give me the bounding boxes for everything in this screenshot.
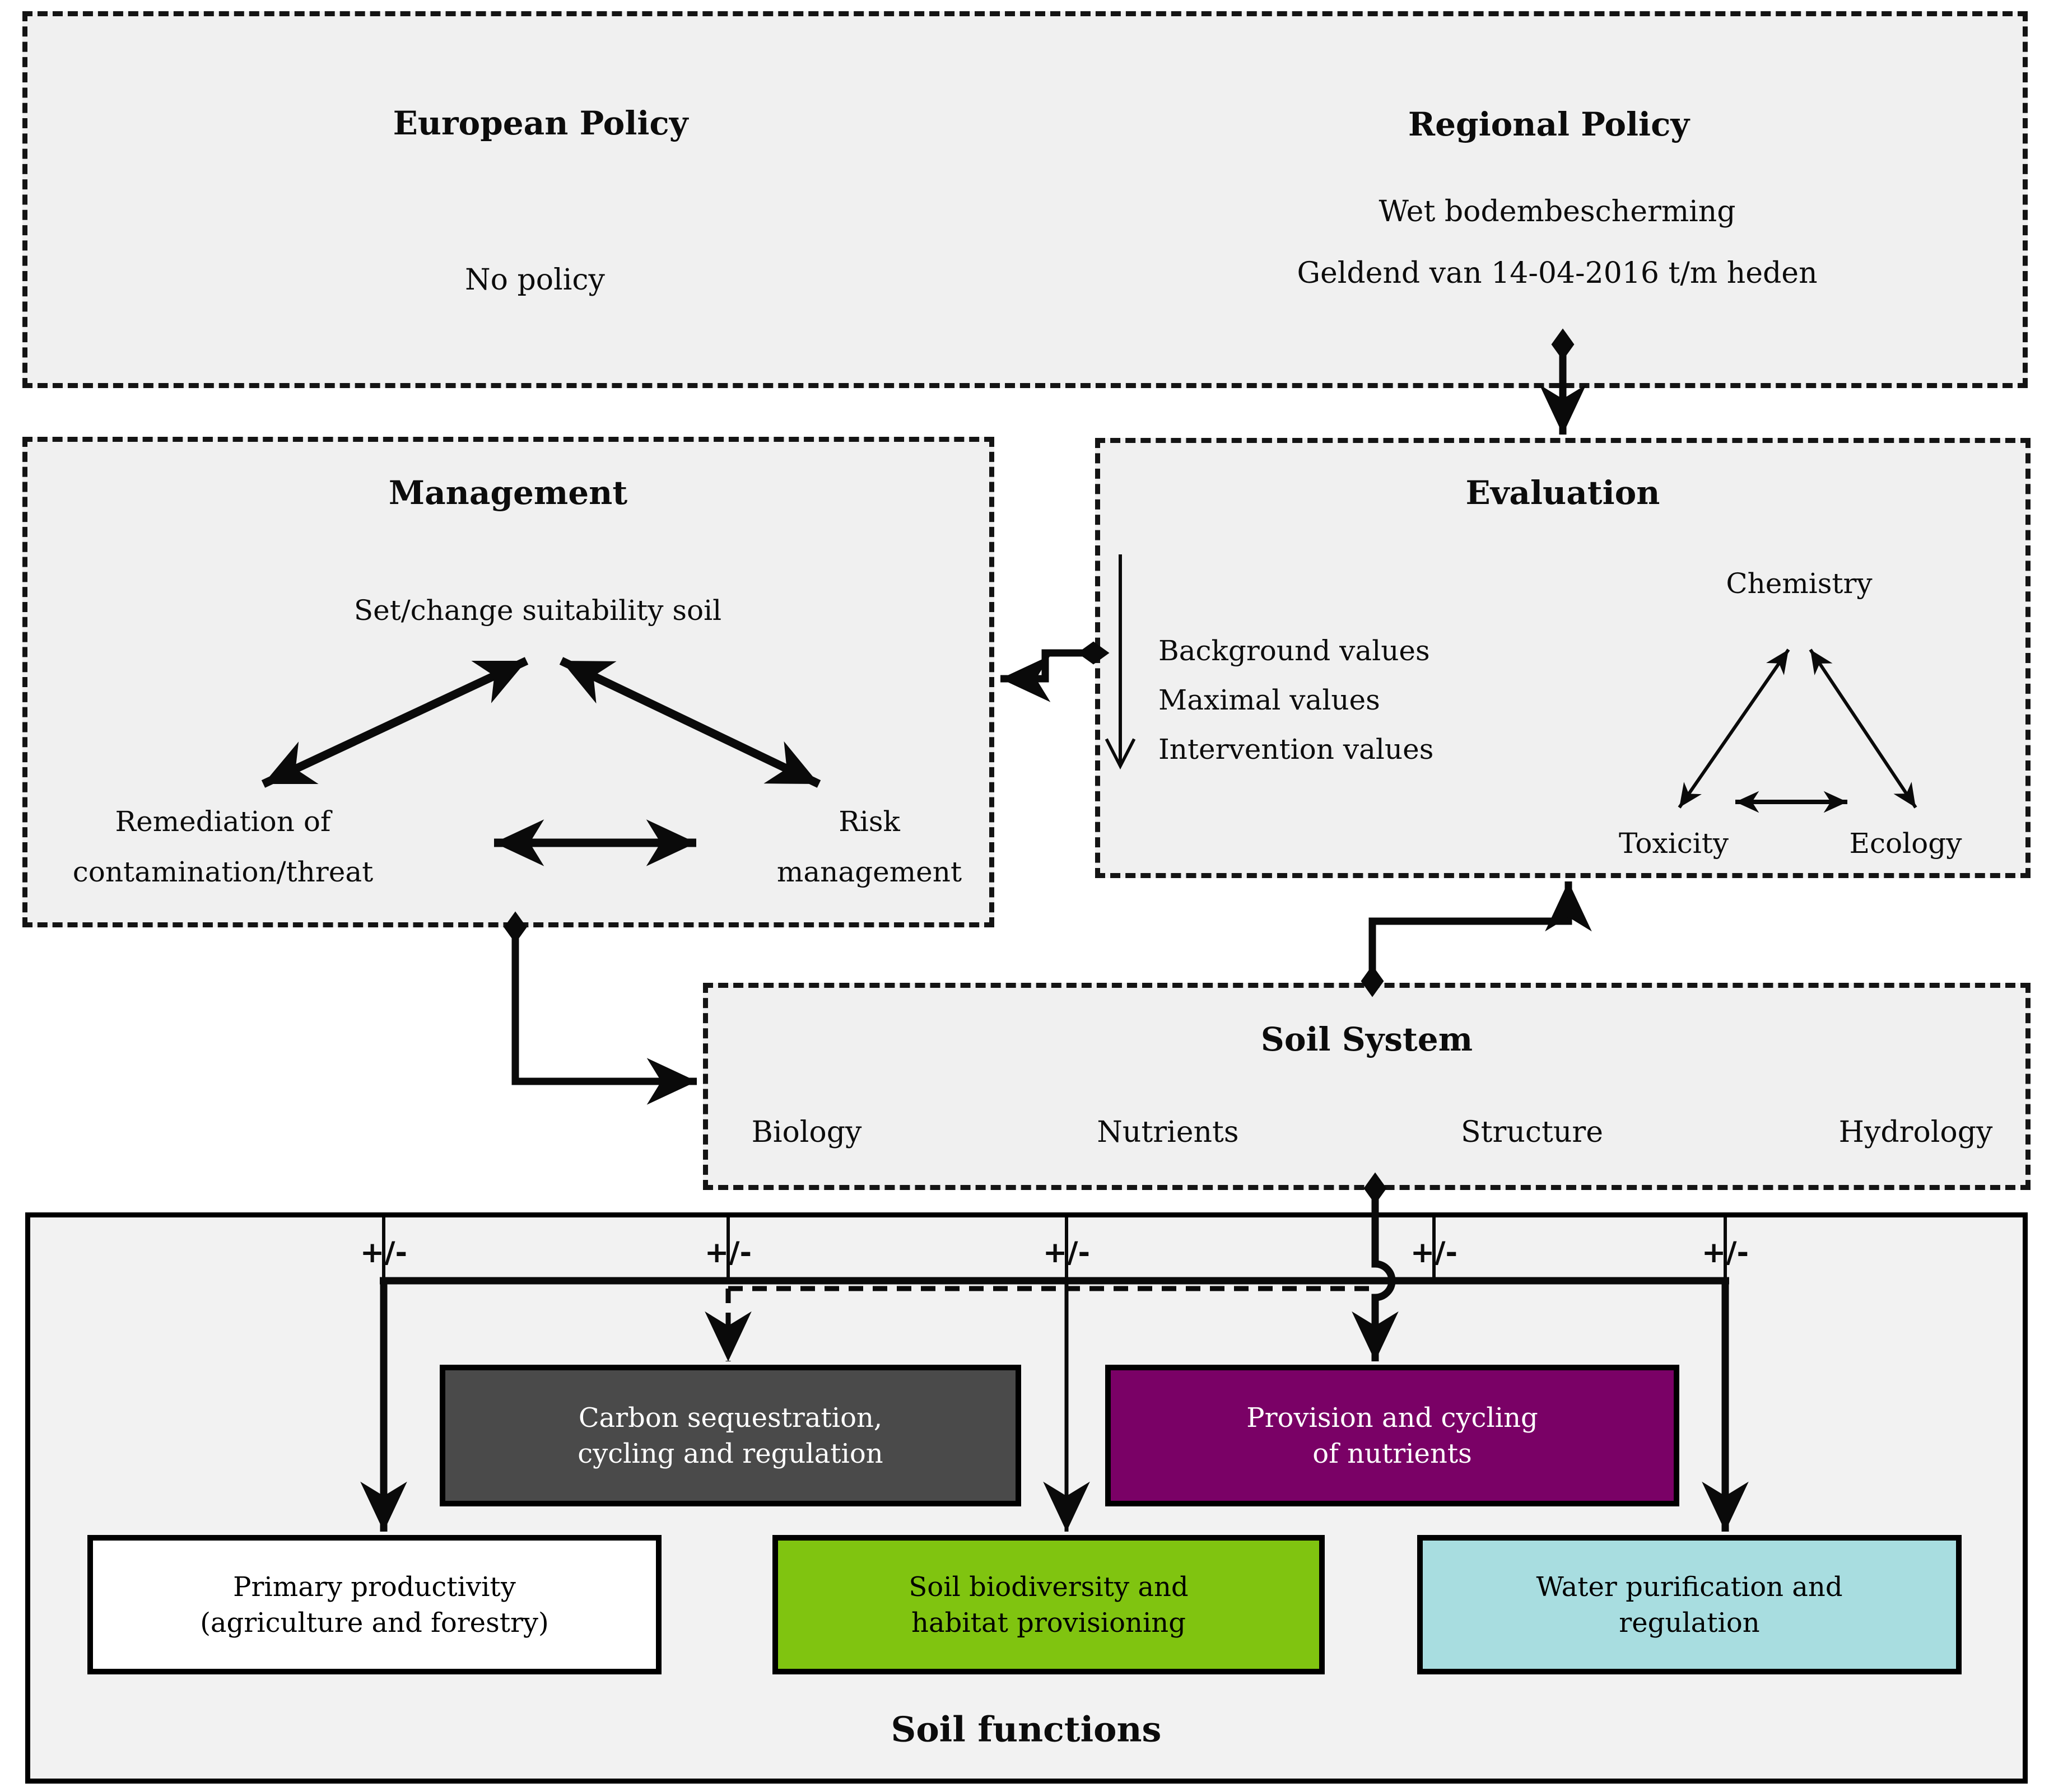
european-policy-title: European Policy [393, 104, 688, 142]
carbon-function-box: Carbon sequestration, cycling and regula… [440, 1365, 1021, 1506]
suitability-node-label: Set/change suitability soil [353, 594, 722, 627]
toxicity-label: Toxicity [1618, 827, 1729, 860]
risk-node-line2: management [776, 856, 962, 888]
european-policy-text: No policy [465, 263, 605, 297]
ecology-label: Ecology [1849, 827, 1962, 860]
nutrients-function-box: Provision and cycling of nutrients [1105, 1365, 1679, 1506]
soilsystem-to-evaluation-arrow [1361, 881, 1592, 997]
biodiversity-function-label-line2: habitat provisioning [911, 1607, 1186, 1639]
nutrients-function-label-line1: Provision and cycling [1246, 1402, 1538, 1434]
remediation-node-line2: contamination/threat [72, 856, 374, 888]
soil-functions-box [25, 1212, 2028, 1784]
risk-node-line1: Risk [839, 805, 900, 838]
biodiversity-function-label-line1: Soil biodiversity and [909, 1571, 1189, 1603]
management-to-soilsystem-arrow [504, 911, 697, 1105]
remediation-node-label: Remediation of contamination/threat [73, 796, 374, 897]
impact-label-2: +/- [704, 1236, 752, 1270]
carbon-function-label-line1: Carbon sequestration, [578, 1402, 883, 1434]
evaluation-to-management-arrow [1000, 641, 1110, 702]
impact-label-4: +/- [1410, 1236, 1458, 1270]
primary-productivity-box: Primary productivity (agriculture and fo… [87, 1535, 662, 1674]
water-function-box: Water purification and regulation [1417, 1535, 1962, 1674]
management-title: Management [388, 474, 628, 512]
evaluation-values-list: Background values Maximal values Interve… [1158, 626, 1433, 774]
primary-productivity-label-line1: Primary productivity [233, 1571, 516, 1603]
regional-policy-line1: Wet bodembescherming [1379, 195, 1736, 228]
chemistry-label: Chemistry [1726, 567, 1873, 600]
regional-policy-title: Regional Policy [1408, 105, 1690, 143]
risk-node-label: Risk management [777, 796, 962, 897]
impact-label-1: +/- [360, 1236, 408, 1270]
evaluation-value-maximal: Maximal values [1158, 684, 1380, 716]
water-function-label-line1: Water purification and [1536, 1571, 1843, 1603]
carbon-function-label-line2: cycling and regulation [578, 1438, 883, 1469]
soil-system-title: Soil System [1260, 1020, 1473, 1058]
soil-component-hydrology: Hydrology [1838, 1116, 1993, 1149]
nutrients-function-label-line2: of nutrients [1312, 1438, 1472, 1469]
policy-box [22, 11, 2028, 388]
impact-label-5: +/- [1701, 1236, 1749, 1270]
water-function-label-line2: regulation [1619, 1607, 1760, 1639]
evaluation-title: Evaluation [1465, 474, 1660, 512]
biodiversity-function-box: Soil biodiversity and habitat provisioni… [772, 1535, 1325, 1674]
primary-productivity-label-line2: (agriculture and forestry) [200, 1607, 549, 1639]
soil-functions-title: Soil functions [891, 1709, 1162, 1750]
evaluation-value-background: Background values [1158, 634, 1430, 667]
soil-system-box [703, 983, 2031, 1190]
soil-component-biology: Biology [751, 1116, 862, 1149]
soil-component-structure: Structure [1460, 1116, 1604, 1149]
remediation-node-line1: Remediation of [115, 805, 331, 838]
regional-policy-line2: Geldend van 14-04-2016 t/m heden [1297, 256, 1818, 290]
soil-component-nutrients: Nutrients [1097, 1116, 1239, 1149]
evaluation-value-intervention: Intervention values [1158, 733, 1434, 766]
impact-label-3: +/- [1042, 1236, 1091, 1270]
